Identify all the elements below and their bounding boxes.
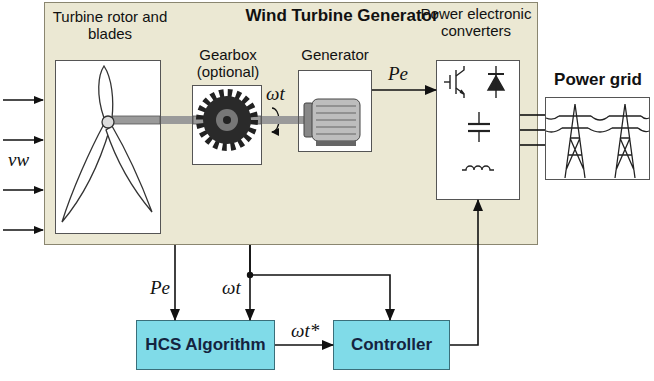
box-heading: Power electronic converters [420,5,532,40]
box-heading: Controller [351,335,432,355]
figure-frame [298,70,372,152]
figure-frame [192,85,262,165]
converter-symbols [444,66,504,170]
connector-line [250,245,390,320]
box-heading: Generator [290,46,380,63]
box-heading: Gearbox (optional) [184,46,272,81]
connector-line [520,114,545,116]
signal-arrow [520,115,545,145]
signal-label: ωt [222,278,241,299]
signal-arrow [450,200,478,345]
converter-box: Power electronic converters [420,3,532,203]
generator-motor [299,99,360,146]
transmission-towers [546,104,649,178]
connector-line [275,344,333,346]
figure-frame [55,60,161,234]
signal-label: vw [8,150,29,171]
signal-label: ωt [266,84,285,105]
wind-arrow [3,100,43,230]
signal-arrow [175,245,176,320]
connector-line [520,144,545,146]
algorithm-box: HCS Algorithm [136,320,275,370]
connector-line [450,200,478,345]
rotor-box: Turbine rotor and blades [50,6,170,236]
box-heading: HCS Algorithm [145,335,265,355]
gearbox-box: Gearbox (optional) [184,44,272,166]
signal-label: Pe [388,64,408,85]
gearbox-gear [193,93,261,147]
junction-dot [247,272,253,278]
generator-box: Generator [290,44,380,154]
rotation-arrow [272,108,279,132]
box-heading: Turbine rotor and blades [50,8,170,43]
figure-frame [545,97,650,180]
drive-shaft [161,120,192,121]
figure-frame [436,60,520,200]
turbine-rotor [62,66,160,222]
signal-arrow [372,90,436,91]
connector-line [161,116,192,124]
drive-shaft [262,120,298,121]
box-heading: Power grid [544,70,652,90]
grid-box: Power grid [544,68,652,182]
signal-arrow [250,245,251,320]
connector-line [520,129,545,131]
connector-line [372,89,436,91]
connector-line [174,245,176,320]
signal-label: ωt* [291,321,319,342]
controller-box: Controller [333,320,450,370]
signal-arrow [275,345,333,346]
connector-line [249,245,251,320]
signal-arrow [247,245,390,320]
signal-label: Pe [150,278,170,299]
turbine-panel: Wind Turbine GeneratorTurbine rotor and … [44,2,538,245]
connector-line [262,116,298,124]
